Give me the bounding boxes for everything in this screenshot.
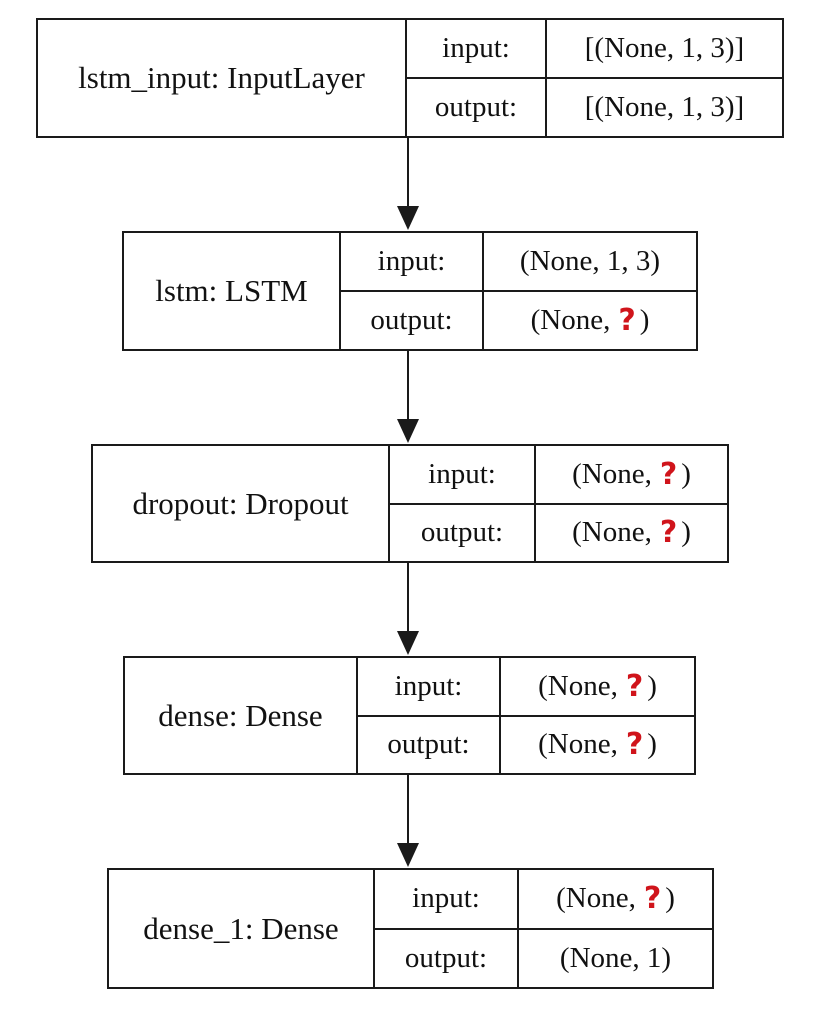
shape-prefix: (None, (572, 457, 652, 490)
unknown-dimension-icon: ? (659, 515, 678, 551)
input-shape: (None, ?) (536, 446, 727, 503)
edge-lstm-to-dropout (397, 350, 419, 443)
io-table: input: (None, ?) output: (None, ?) (390, 446, 727, 561)
edge-dense-to-dense-1 (397, 774, 419, 867)
output-label: output: (407, 79, 547, 136)
output-label: output: (341, 292, 484, 349)
output-row: output: (None, ?) (341, 290, 696, 349)
arrowhead-icon (397, 631, 419, 655)
unknown-dimension-icon: ? (625, 727, 644, 763)
shape-prefix: (None, (556, 882, 636, 915)
output-shape: (None, ?) (484, 292, 696, 349)
node-title: lstm: LSTM (124, 233, 341, 349)
node-title: lstm_input: InputLayer (38, 20, 407, 136)
input-shape: [(None, 1, 3)] (584, 32, 745, 64)
node-lstm-input: lstm_input: InputLayer input: [(None, 1,… (36, 18, 784, 138)
edge-lstm-input-to-lstm (397, 137, 419, 230)
input-shape: (None, 1, 3) (519, 245, 661, 277)
shape-suffix: ) (639, 304, 650, 336)
shape-suffix: ) (647, 728, 657, 761)
io-table: input: (None, 1, 3) output: (None, ?) (341, 233, 696, 349)
output-row: output: [(None, 1, 3)] (407, 77, 782, 136)
io-table: input: (None, ?) output: (None, 1) (375, 870, 712, 987)
input-label: input: (341, 233, 484, 290)
node-title: dense: Dense (125, 658, 358, 773)
input-row: input: (None, ?) (375, 870, 712, 928)
node-dropout: dropout: Dropout input: (None, ?) output… (91, 444, 729, 563)
input-label: input: (407, 20, 547, 77)
arrowhead-icon (397, 419, 419, 443)
input-label: input: (390, 446, 536, 503)
shape-suffix: ) (681, 516, 691, 549)
output-shape: (None, ?) (501, 717, 694, 774)
arrowhead-icon (397, 206, 419, 230)
node-dense: dense: Dense input: (None, ?) output: (N… (123, 656, 696, 775)
node-title: dropout: Dropout (93, 446, 390, 561)
unknown-dimension-icon: ? (659, 456, 678, 492)
node-lstm: lstm: LSTM input: (None, 1, 3) output: (… (122, 231, 698, 351)
input-shape: (None, ?) (501, 658, 694, 715)
input-row: input: (None, 1, 3) (341, 233, 696, 290)
input-row: input: (None, ?) (358, 658, 694, 715)
shape-prefix: (None, (530, 304, 611, 336)
shape-prefix: (None, (538, 669, 618, 702)
unknown-dimension-icon: ? (618, 303, 636, 338)
input-row: input: [(None, 1, 3)] (407, 20, 782, 77)
output-shape: [(None, 1, 3)] (584, 91, 745, 123)
unknown-dimension-icon: ? (625, 668, 644, 704)
shape-suffix: ) (681, 457, 691, 490)
output-label: output: (390, 504, 536, 561)
output-shape: (None, 1) (559, 941, 672, 974)
output-row: output: (None, ?) (358, 714, 694, 774)
output-label: output: (358, 716, 501, 773)
input-label: input: (375, 870, 519, 928)
shape-prefix: (None, (538, 728, 618, 761)
node-dense-1: dense_1: Dense input: (None, ?) output: … (107, 868, 714, 989)
input-label: input: (358, 658, 501, 715)
shape-suffix: ) (665, 882, 675, 915)
io-table: input: (None, ?) output: (None, ?) (358, 658, 694, 773)
output-label: output: (375, 929, 519, 987)
shape-prefix: (None, (572, 516, 652, 549)
shape-suffix: ) (647, 669, 657, 702)
edge-dropout-to-dense (397, 562, 419, 655)
input-shape: (None, ?) (519, 870, 712, 928)
output-row: output: (None, 1) (375, 927, 712, 987)
output-row: output: (None, ?) (390, 502, 727, 562)
arrowhead-icon (397, 843, 419, 867)
output-shape: (None, ?) (536, 505, 727, 562)
io-table: input: [(None, 1, 3)] output: [(None, 1,… (407, 20, 782, 136)
unknown-dimension-icon: ? (643, 881, 662, 917)
input-row: input: (None, ?) (390, 446, 727, 503)
node-title: dense_1: Dense (109, 870, 375, 987)
